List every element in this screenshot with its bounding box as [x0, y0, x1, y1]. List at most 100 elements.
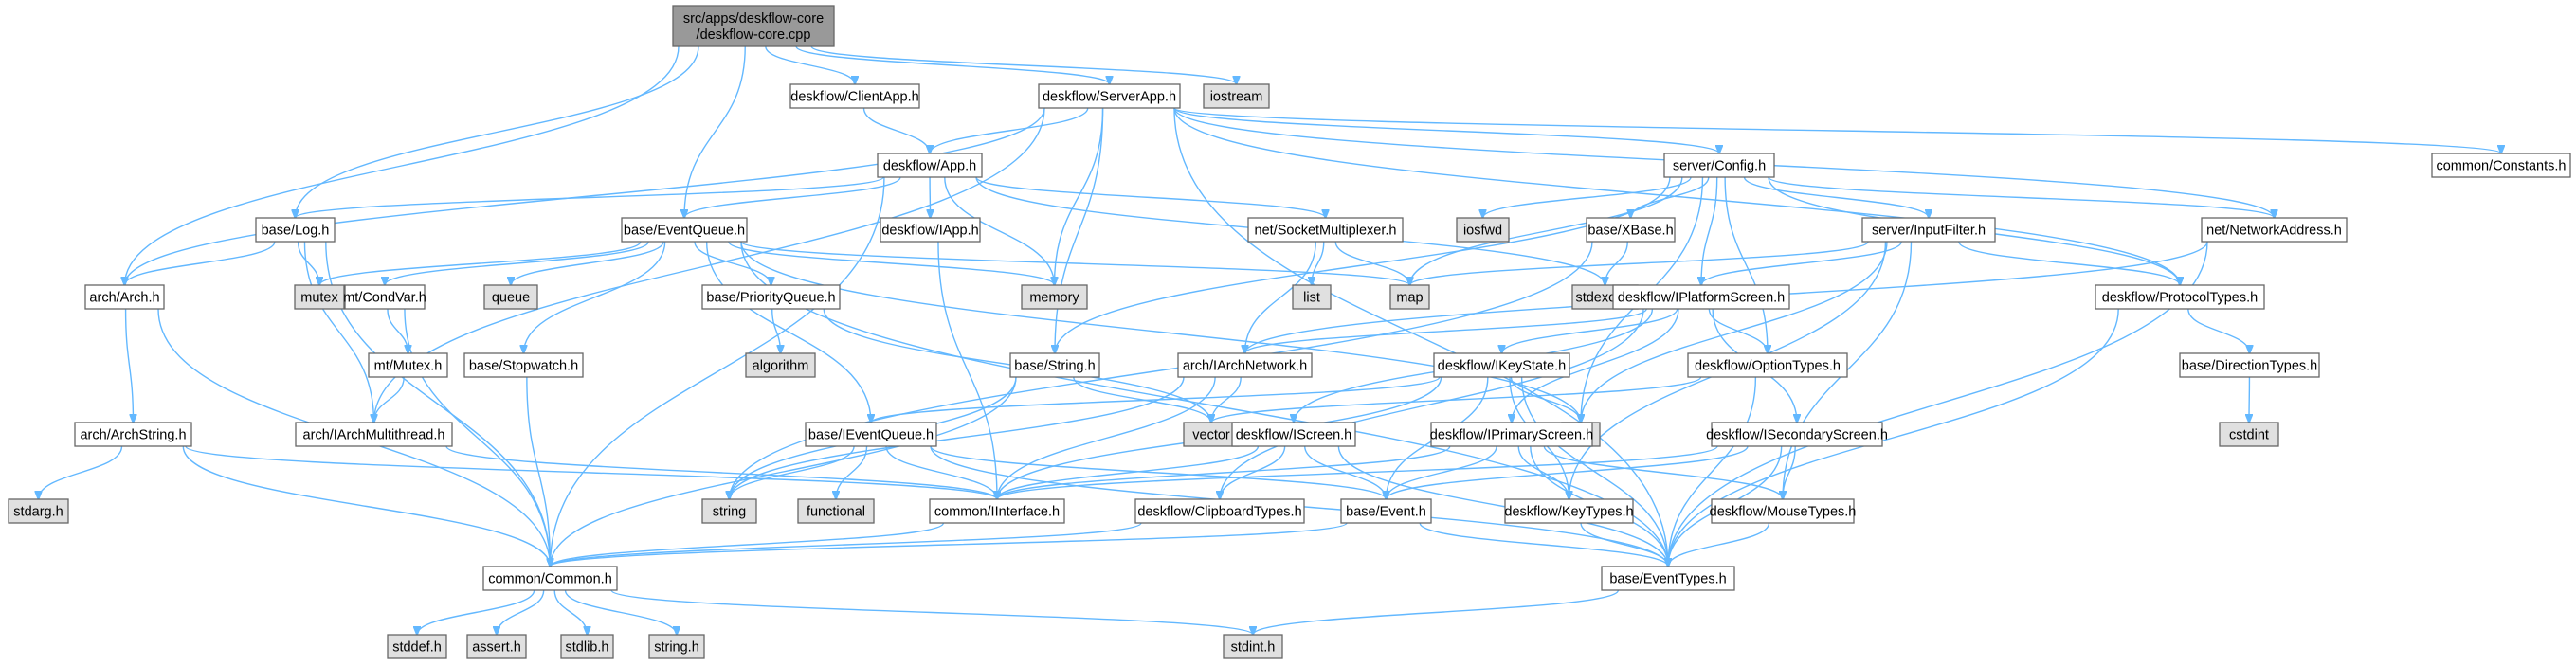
- node-box: [1433, 352, 1570, 378]
- node-event[interactable]: base/Event.h: [1340, 498, 1432, 524]
- node-root[interactable]: src/apps/deskflow-core/deskflow-core.cpp: [672, 5, 835, 47]
- node-label: assert.h: [472, 640, 521, 656]
- node-string[interactable]: base/String.h: [1009, 352, 1100, 378]
- node-label: memory: [1029, 291, 1079, 306]
- node-label: mt/Mutex.h: [374, 359, 443, 374]
- node-eventtypes[interactable]: base/EventTypes.h: [1601, 566, 1735, 591]
- node-box: [1038, 83, 1181, 109]
- node-directiontypes[interactable]: base/DirectionTypes.h: [2179, 352, 2320, 378]
- node-box: [294, 284, 345, 310]
- node-netaddress[interactable]: net/NetworkAddress.h: [2201, 217, 2348, 243]
- node-iplatformscreen[interactable]: deskflow/IPlatformScreen.h: [1612, 284, 1790, 310]
- node-label: vector: [1192, 428, 1230, 443]
- node-label: base/EventTypes.h: [1609, 572, 1726, 587]
- edge-inputfilter-to-protocoltypes: [1958, 241, 2180, 285]
- node-label: deskflow/OptionTypes.h: [1695, 359, 1841, 374]
- node-box: [789, 83, 920, 109]
- edge-eventqueue-to-set: [740, 241, 1581, 423]
- node-label: deskflow/ISecondaryScreen.h: [1706, 428, 1888, 443]
- node-label: net/SocketMultiplexer.h: [1255, 224, 1397, 239]
- edge-common-to-stddef: [417, 589, 535, 635]
- node-label: deskflow/IApp.h: [881, 224, 978, 239]
- node-label: /deskflow-core.cpp: [697, 27, 811, 43]
- node-label: base/String.h: [1014, 359, 1095, 374]
- node-serverapp[interactable]: deskflow/ServerApp.h: [1038, 83, 1181, 109]
- edge-app-to-eventqueue: [684, 176, 901, 218]
- node-label: common/Common.h: [488, 572, 612, 587]
- node-box: [1183, 422, 1240, 447]
- edge-eventtypes-to-stdint: [1253, 589, 1620, 635]
- node-box: [560, 634, 614, 659]
- node-iscreen[interactable]: deskflow/IScreen.h: [1231, 422, 1356, 447]
- node-isecondaryscreen[interactable]: deskflow/ISecondaryScreen.h: [1706, 422, 1888, 447]
- node-assert: assert.h: [466, 634, 527, 659]
- node-box: [295, 422, 453, 447]
- node-optiontypes[interactable]: deskflow/OptionTypes.h: [1687, 352, 1848, 378]
- edge-iplatformscreen-to-optiontypes: [1708, 308, 1768, 353]
- node-condvar[interactable]: mt/CondVar.h: [343, 284, 426, 310]
- edge-inputfilter-to-set: [1581, 241, 1888, 423]
- node-socketmux[interactable]: net/SocketMultiplexer.h: [1247, 217, 1404, 243]
- edge-app-to-socketmux: [975, 176, 1326, 218]
- node-label: string.h: [654, 640, 699, 656]
- edge-mtmutex-to-iarchmultithread: [374, 376, 405, 423]
- node-iinterface[interactable]: common/IInterface.h: [929, 498, 1065, 524]
- node-box: [466, 634, 527, 659]
- edge-root-to-serverapp: [795, 45, 1109, 84]
- edge-isecondaryscreen-to-mousetypes: [1783, 445, 1796, 499]
- edge-iplatformscreen-to-iprimaryscreen: [1512, 308, 1679, 423]
- node-archstring[interactable]: arch/ArchString.h: [74, 422, 192, 447]
- node-serverconfig[interactable]: server/Config.h: [1663, 153, 1775, 178]
- node-mousetypes[interactable]: deskflow/MouseTypes.h: [1710, 498, 1857, 524]
- node-label: list: [1303, 291, 1320, 306]
- node-clipboardtypes[interactable]: deskflow/ClipboardTypes.h: [1134, 498, 1305, 524]
- edge-archstring-to-stdargh: [39, 445, 123, 499]
- node-mtmutex[interactable]: mt/Mutex.h: [368, 352, 448, 378]
- edge-socketmux-to-map: [1334, 241, 1409, 285]
- node-ieventqueue[interactable]: base/IEventQueue.h: [805, 422, 937, 447]
- node-clientapp[interactable]: deskflow/ClientApp.h: [789, 83, 920, 109]
- node-iprimaryscreen[interactable]: deskflow/IPrimaryScreen.h: [1430, 422, 1593, 447]
- node-ikeystate[interactable]: deskflow/IKeyState.h: [1433, 352, 1570, 378]
- edge-ieventqueue-to-stdstring: [730, 445, 855, 499]
- node-label: functional: [807, 505, 865, 520]
- node-protocoltypes[interactable]: deskflow/ProtocolTypes.h: [2095, 284, 2265, 310]
- node-label: cstdint: [2229, 428, 2269, 443]
- edge-socketmux-to-list: [1312, 241, 1325, 285]
- node-label: stdint.h: [1231, 640, 1276, 656]
- node-box: [1586, 217, 1676, 243]
- node-label: deskflow/KeyTypes.h: [1504, 505, 1633, 520]
- node-box: [483, 284, 538, 310]
- node-box: [84, 284, 165, 310]
- node-xbase[interactable]: base/XBase.h: [1586, 217, 1676, 243]
- node-iapp[interactable]: deskflow/IApp.h: [880, 217, 981, 243]
- node-inputfilter[interactable]: server/InputFilter.h: [1861, 217, 1996, 243]
- edge-ikeystate-to-set: [1510, 376, 1581, 423]
- node-box: [1231, 422, 1356, 447]
- node-priorityqueue[interactable]: base/PriorityQueue.h: [701, 284, 841, 310]
- node-box: [344, 284, 426, 310]
- edge-eventqueue-to-map: [740, 241, 1410, 285]
- node-constants[interactable]: common/Constants.h: [2431, 153, 2571, 178]
- edge-socketmux-to-iarchnetwork: [1245, 241, 1316, 353]
- node-app[interactable]: deskflow/App.h: [877, 153, 983, 178]
- node-iarchnetwork[interactable]: arch/IArchNetwork.h: [1177, 352, 1313, 378]
- edge-app-to-memory: [944, 176, 1055, 285]
- edge-serverconfig-to-inputfilter: [1743, 176, 1929, 218]
- node-label: base/EventQueue.h: [624, 224, 745, 239]
- node-box: [701, 284, 841, 310]
- node-arch[interactable]: arch/Arch.h: [84, 284, 165, 310]
- node-iarchmultithread[interactable]: arch/IArchMultithread.h: [295, 422, 453, 447]
- edge-serverconfig-to-iosfwd: [1483, 176, 1692, 218]
- node-label: deskflow/ClientApp.h: [790, 90, 918, 105]
- node-box: [1861, 217, 1996, 243]
- node-label: net/NetworkAddress.h: [2206, 224, 2342, 239]
- node-keytypes[interactable]: deskflow/KeyTypes.h: [1504, 498, 1634, 524]
- node-log[interactable]: base/Log.h: [255, 217, 336, 243]
- node-common[interactable]: common/Common.h: [482, 566, 618, 591]
- node-box: [805, 422, 937, 447]
- node-eventqueue[interactable]: base/EventQueue.h: [621, 217, 748, 243]
- edge-inputfilter-to-iplatformscreen: [1701, 241, 1902, 285]
- node-stopwatch[interactable]: base/Stopwatch.h: [463, 352, 584, 378]
